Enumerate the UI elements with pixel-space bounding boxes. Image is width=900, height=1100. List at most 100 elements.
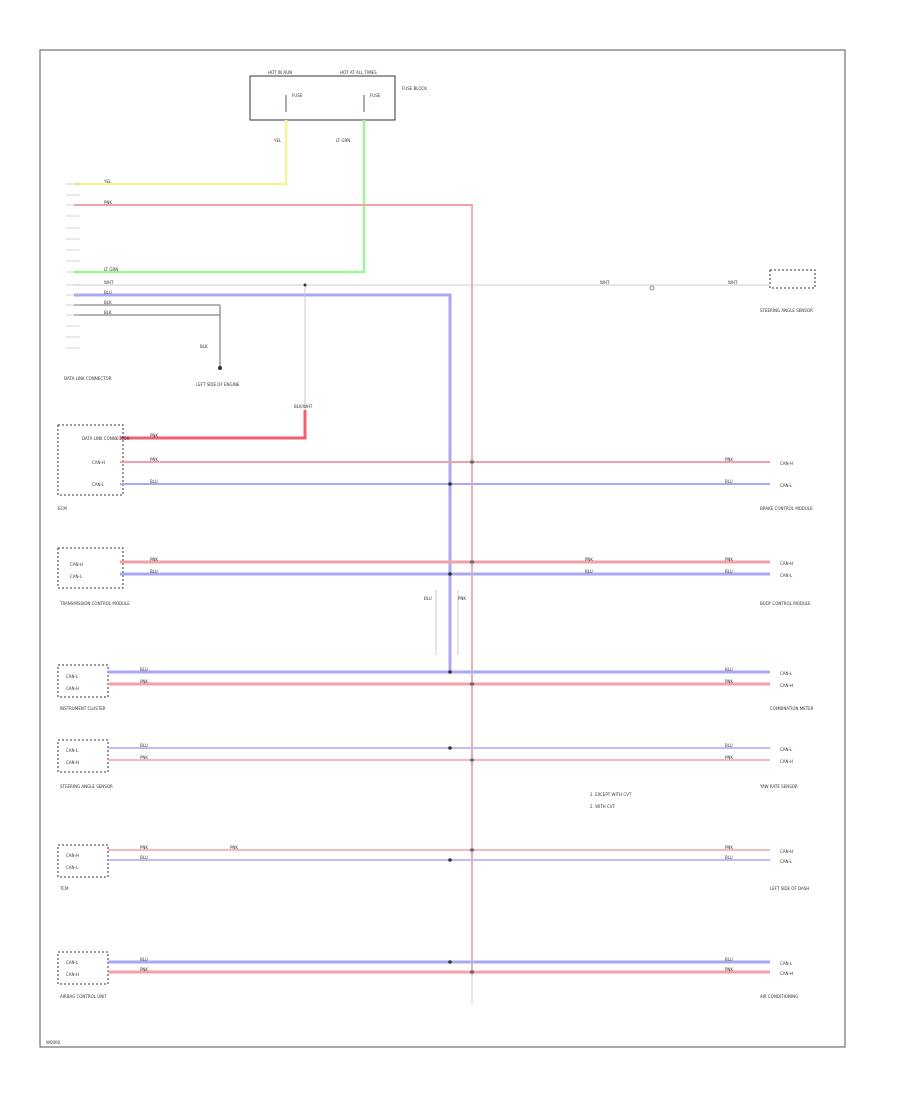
svg-text:CAN-H: CAN-H bbox=[66, 686, 79, 691]
svg-text:CAN-H: CAN-H bbox=[780, 849, 793, 854]
upper-data-link-label: DATA LINK CONNECTOR bbox=[64, 376, 112, 381]
svg-text:CAN-L: CAN-L bbox=[66, 674, 79, 679]
svg-text:LT GRN: LT GRN bbox=[104, 267, 118, 272]
svg-text:BLU: BLU bbox=[725, 479, 733, 484]
left-connector-stubs bbox=[66, 183, 80, 349]
svg-text:PNK: PNK bbox=[458, 596, 466, 601]
yel-wire: YEL YEL bbox=[74, 120, 288, 186]
svg-text:PNK: PNK bbox=[230, 845, 238, 850]
svg-text:BLU: BLU bbox=[725, 667, 733, 672]
svg-text:DATA LINK CONNECTOR: DATA LINK CONNECTOR bbox=[82, 436, 130, 441]
fuse-box-side-label: FUSE BLOCK bbox=[402, 86, 427, 91]
svg-text:BLK/WHT: BLK/WHT bbox=[294, 404, 313, 409]
svg-text:TRANSMISSION CONTROL MODULE: TRANSMISSION CONTROL MODULE bbox=[59, 601, 130, 606]
svg-text:AIRBAG CONTROL UNIT: AIRBAG CONTROL UNIT bbox=[60, 994, 107, 999]
svg-text:CAN-L: CAN-L bbox=[780, 671, 793, 676]
right-top-module-label: STEERING ANGLE SENSOR bbox=[760, 308, 813, 313]
svg-text:BLU: BLU bbox=[725, 569, 733, 574]
svg-text:CAN-L: CAN-L bbox=[780, 573, 793, 578]
svg-text:BRAKE CONTROL MODULE: BRAKE CONTROL MODULE bbox=[760, 506, 813, 511]
svg-text:BLU: BLU bbox=[585, 569, 593, 574]
lt-grn-wire: LT GRN LT GRN bbox=[74, 120, 366, 274]
svg-text:PNK: PNK bbox=[585, 557, 593, 562]
note-2: 2. WITH CVT bbox=[590, 804, 615, 809]
svg-text:BLU: BLU bbox=[150, 479, 158, 484]
svg-text:CAN-H: CAN-H bbox=[780, 971, 793, 976]
svg-text:LEFT SIDE OF DASH: LEFT SIDE OF DASH bbox=[770, 886, 809, 891]
svg-text:STEERING ANGLE SENSOR: STEERING ANGLE SENSOR bbox=[60, 784, 113, 789]
svg-text:CAN-H: CAN-H bbox=[66, 760, 79, 765]
svg-text:WHT: WHT bbox=[728, 280, 738, 285]
left-ground-label: LEFT SIDE OF ENGINE bbox=[196, 382, 240, 387]
svg-text:CAN-H: CAN-H bbox=[66, 853, 79, 858]
svg-text:PNK: PNK bbox=[725, 755, 733, 760]
footer-code: W0000 bbox=[46, 1040, 61, 1045]
svg-text:YEL: YEL bbox=[103, 179, 112, 184]
fuse-box-left-label: HOT IN RUN bbox=[268, 70, 292, 75]
fuse-b-label: FUSE bbox=[370, 93, 381, 98]
svg-text:LT GRN: LT GRN bbox=[336, 138, 350, 143]
svg-text:PNK: PNK bbox=[104, 200, 112, 205]
svg-text:BLK: BLK bbox=[104, 310, 112, 315]
wht-wire: WHT WHT WHT bbox=[74, 280, 770, 410]
svg-text:ECM: ECM bbox=[58, 506, 67, 511]
svg-text:BLK: BLK bbox=[104, 300, 112, 305]
svg-text:CAN-H: CAN-H bbox=[780, 561, 793, 566]
blu-main-bus: BLU bbox=[74, 290, 452, 672]
svg-text:BLK: BLK bbox=[200, 344, 208, 349]
svg-text:TCM: TCM bbox=[59, 886, 69, 891]
svg-text:PNK: PNK bbox=[140, 967, 148, 972]
svg-text:YAW RATE SENSOR: YAW RATE SENSOR bbox=[759, 784, 798, 789]
svg-text:BLU: BLU bbox=[140, 667, 148, 672]
svg-text:CAN-L: CAN-L bbox=[780, 747, 793, 752]
module-3-row: CAN-L CAN-H BLU PNK BLU PNK CAN-L CAN-H … bbox=[57, 739, 798, 809]
svg-text:BLU: BLU bbox=[424, 596, 432, 601]
svg-text:PNK: PNK bbox=[140, 845, 148, 850]
svg-text:PNK: PNK bbox=[150, 433, 158, 438]
note-1: 1. EXCEPT WITH CVT bbox=[590, 792, 632, 797]
svg-text:CAN-H: CAN-H bbox=[780, 461, 793, 466]
svg-text:CAN-L: CAN-L bbox=[66, 748, 79, 753]
svg-text:CAN-L: CAN-L bbox=[70, 574, 83, 579]
svg-text:CAN-L: CAN-L bbox=[780, 961, 793, 966]
svg-text:BLU: BLU bbox=[140, 957, 148, 962]
svg-text:CAN-H: CAN-H bbox=[70, 562, 83, 567]
svg-text:BLU: BLU bbox=[725, 957, 733, 962]
svg-text:BLU: BLU bbox=[150, 569, 158, 574]
svg-text:CAN-L: CAN-L bbox=[66, 865, 79, 870]
svg-text:PNK: PNK bbox=[725, 679, 733, 684]
svg-text:WHT: WHT bbox=[104, 280, 114, 285]
module-5-row: CAN-L CAN-H BLU PNK BLU PNK CAN-L CAN-H … bbox=[57, 951, 798, 999]
svg-text:PNK: PNK bbox=[140, 755, 148, 760]
svg-text:CAN-L: CAN-L bbox=[66, 960, 79, 965]
svg-text:INSTRUMENT CLUSTER: INSTRUMENT CLUSTER bbox=[60, 706, 106, 711]
svg-text:WHT: WHT bbox=[600, 280, 610, 285]
svg-text:AIR CONDITIONING: AIR CONDITIONING bbox=[760, 994, 798, 999]
svg-text:CAN-H: CAN-H bbox=[66, 972, 79, 977]
svg-text:BLU: BLU bbox=[725, 743, 733, 748]
svg-text:PNK: PNK bbox=[725, 557, 733, 562]
fuse-a-label: FUSE bbox=[292, 93, 303, 98]
svg-text:CAN-H: CAN-H bbox=[780, 759, 793, 764]
svg-text:BLU: BLU bbox=[104, 290, 112, 295]
module-0-row: DATA LINK CONNECTOR CAN-H CAN-L PNK BLU … bbox=[57, 424, 813, 511]
svg-text:PNK: PNK bbox=[140, 679, 148, 684]
svg-text:YEL: YEL bbox=[273, 138, 282, 143]
svg-text:CAN-L: CAN-L bbox=[780, 859, 793, 864]
svg-text:PNK: PNK bbox=[725, 457, 733, 462]
fuse-box-right-label: HOT AT ALL TIMES bbox=[340, 70, 377, 75]
module-2-row: CAN-L CAN-H BLU PNK BLU PNK CAN-L CAN-H … bbox=[57, 664, 814, 711]
pnk-main-bus: PNK bbox=[74, 200, 473, 975]
svg-text:PNK: PNK bbox=[150, 457, 158, 462]
svg-text:CAN-H: CAN-H bbox=[92, 460, 105, 465]
diagram-frame bbox=[39, 49, 846, 1048]
mid-data-link-feed: BLK/WHT PNK bbox=[120, 404, 313, 440]
svg-text:BLU: BLU bbox=[725, 855, 733, 860]
svg-text:BODY CONTROL MODULE: BODY CONTROL MODULE bbox=[760, 601, 811, 606]
svg-text:BLU: BLU bbox=[140, 743, 148, 748]
fuse-box: HOT IN RUN HOT AT ALL TIMES FUSE FUSE FU… bbox=[249, 70, 427, 121]
blk-wires: BLK BLK BLK bbox=[74, 300, 222, 370]
svg-text:CAN-H: CAN-H bbox=[780, 683, 793, 688]
svg-text:COMBINATION METER: COMBINATION METER bbox=[770, 706, 814, 711]
